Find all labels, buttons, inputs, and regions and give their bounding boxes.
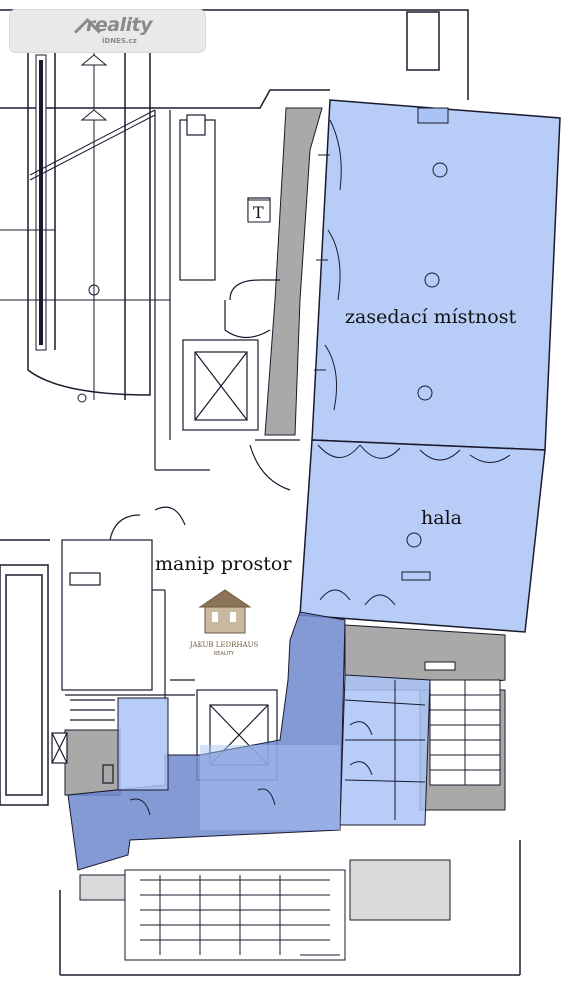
watermark-brand: reality: [86, 14, 153, 36]
left-gray-block: [64, 729, 121, 796]
meeting-room-highlight: [311, 99, 561, 451]
lift-symbol-box: [247, 199, 271, 223]
agent-logo: JAKUB LEDRHAUS REALITY: [189, 589, 259, 657]
agent-logo-name: JAKUB LEDRHAUS: [189, 641, 259, 649]
bottom-hatched-area: [79, 859, 451, 961]
room-details: [129, 107, 511, 820]
outer-walls: [0, 9, 521, 976]
small-rooms-highlight: [339, 674, 431, 826]
central-wall: [264, 107, 323, 436]
meeting-room-label: zasedací místnost: [345, 306, 516, 328]
left-stair-structure: [0, 50, 170, 403]
hall-label: hala: [421, 507, 462, 529]
watermark-logo: reality iDNES.cz: [10, 10, 205, 52]
lift-symbol: T: [253, 203, 264, 222]
agent-logo-sub: REALITY: [214, 651, 235, 657]
corridor-light-part: [200, 745, 340, 830]
handling-space-label: manip prostor: [155, 553, 292, 575]
hall-highlight: [299, 439, 546, 633]
right-stairs: [424, 661, 501, 786]
watermark-sub: iDNES.cz: [102, 37, 137, 45]
left-room-highlight: [117, 697, 169, 791]
interior-lines: [61, 110, 300, 784]
